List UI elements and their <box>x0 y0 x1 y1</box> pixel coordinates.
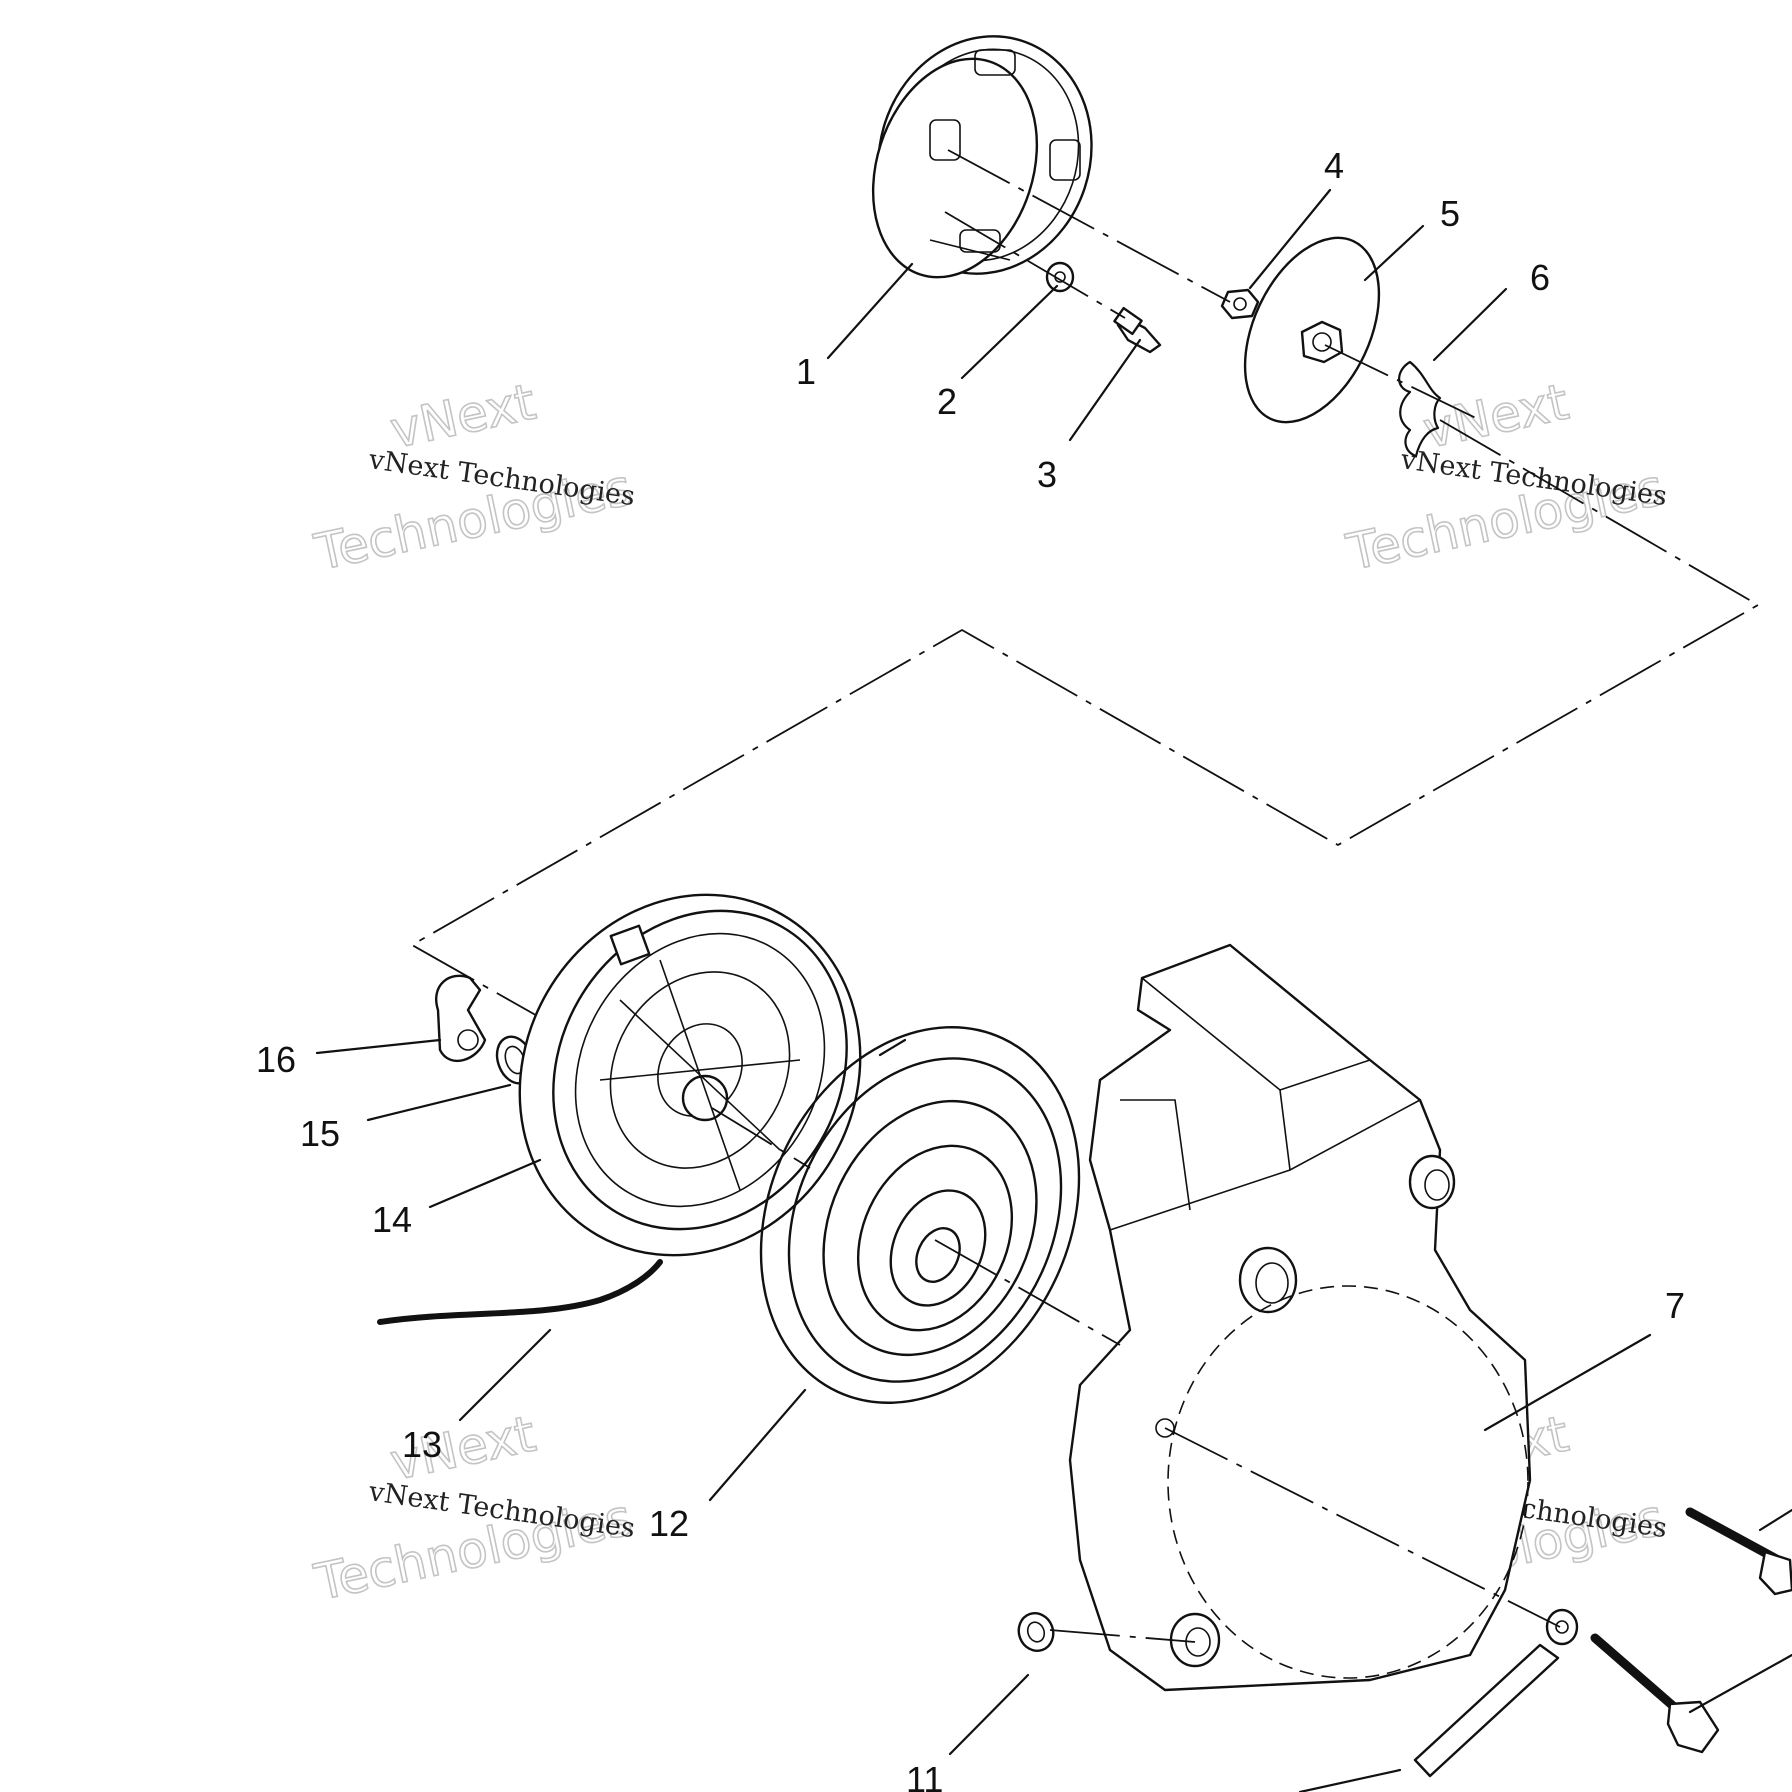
callout-3: 3 <box>1037 454 1057 495</box>
leader-lines <box>315 188 1792 1792</box>
callout-labels: 1 2 3 4 5 6 7 11 12 13 14 15 16 <box>256 145 1685 1792</box>
callout-7: 7 <box>1665 1285 1685 1326</box>
assembly-outline <box>410 419 1760 1023</box>
part-bottom-spring <box>1017 1612 1055 1652</box>
axis-line-plate <box>1324 344 1481 421</box>
part-washer <box>1045 261 1075 293</box>
part-rope-reel <box>518 893 862 1257</box>
watermark-top-right: vNext Technologies vNext Technologies <box>1341 372 1670 583</box>
watermark-bottom-left: vNext Technologies vNext Technologies <box>309 1404 638 1613</box>
callout-16: 16 <box>256 1039 296 1080</box>
part-pawl <box>435 974 487 1062</box>
part-long-bolt-lower <box>1590 1633 1720 1754</box>
part-recoil-housing <box>1068 943 1532 1692</box>
callout-1: 1 <box>796 351 816 392</box>
axis-line-bottom-spring <box>1049 1629 1196 1643</box>
callout-5: 5 <box>1440 193 1460 234</box>
callout-13: 13 <box>402 1424 442 1465</box>
part-handle-lever <box>1413 1608 1579 1778</box>
part-long-bolt-upper <box>1685 1507 1792 1596</box>
callout-15: 15 <box>300 1113 340 1154</box>
callout-14: 14 <box>372 1199 412 1240</box>
part-starter-cup <box>871 35 1093 279</box>
part-drive-plate <box>1243 236 1381 424</box>
part-bolt <box>1113 306 1162 354</box>
axis-line-reel <box>711 1107 811 1169</box>
callout-4: 4 <box>1324 145 1344 186</box>
part-rope <box>377 1259 663 1325</box>
axis-line-bolt <box>944 211 1126 319</box>
callout-2: 2 <box>937 381 957 422</box>
watermark-top-left: vNext Technologies vNext Technologies <box>309 372 638 583</box>
callout-11: 11 <box>906 1759 943 1792</box>
callout-6: 6 <box>1530 257 1550 298</box>
axis-line-spring <box>934 1239 1121 1346</box>
callout-12: 12 <box>649 1503 689 1544</box>
watermark-large-line1: vNext <box>1418 373 1573 460</box>
part-clip <box>1398 360 1442 458</box>
axis-line-housing <box>1164 1427 1561 1628</box>
axis-line-cup <box>947 149 1231 303</box>
watermark-large-line1: vNext <box>385 373 540 460</box>
part-nut <box>1220 288 1260 320</box>
